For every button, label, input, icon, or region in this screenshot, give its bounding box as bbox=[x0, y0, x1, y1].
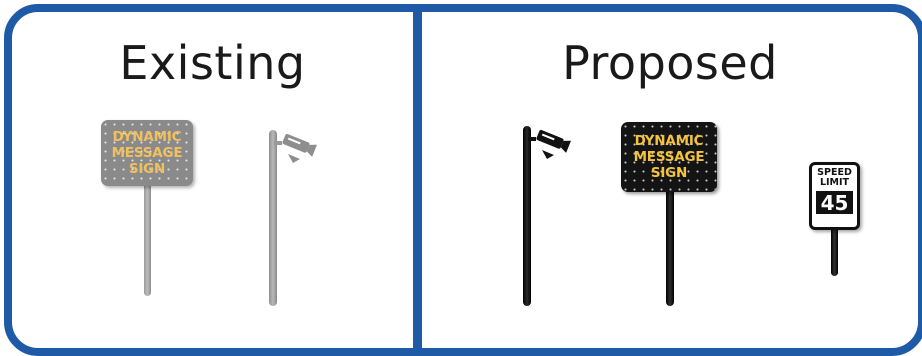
proposed-title: Proposed bbox=[422, 40, 918, 86]
existing-dynamic-message-sign: DYNAMIC MESSAGE SIGN bbox=[101, 120, 193, 186]
speed-sign-line-2: LIMIT bbox=[812, 178, 857, 188]
camera-body bbox=[536, 129, 564, 149]
cctv-camera-icon bbox=[528, 132, 576, 162]
speed-limit-sign: SPEED LIMIT 45 bbox=[809, 162, 860, 230]
proposed-dynamic-message-sign: DYNAMIC MESSAGE SIGN bbox=[621, 122, 717, 192]
dms-line-1: DYNAMIC bbox=[635, 133, 704, 149]
speed-sign-pole bbox=[831, 226, 838, 276]
camera-bracket bbox=[542, 150, 554, 159]
dms-line-3: SIGN bbox=[651, 165, 687, 181]
cctv-camera-icon bbox=[274, 136, 322, 166]
dms-line-2: MESSAGE bbox=[112, 145, 183, 161]
comparison-frame: Existing DYNAMIC MESSAGE SIGN Proposed D bbox=[4, 4, 922, 356]
existing-dms-pole bbox=[144, 182, 151, 296]
camera-mount bbox=[528, 137, 536, 141]
dms-line-2: MESSAGE bbox=[634, 149, 705, 165]
camera-mount bbox=[274, 141, 282, 145]
existing-title: Existing bbox=[12, 40, 413, 86]
camera-body bbox=[282, 133, 310, 153]
dms-line-3: SIGN bbox=[129, 161, 165, 177]
camera-bracket bbox=[288, 154, 300, 163]
dms-line-1: DYNAMIC bbox=[113, 129, 182, 145]
speed-limit-value: 45 bbox=[816, 191, 853, 214]
panel-divider bbox=[413, 12, 422, 348]
proposed-dms-pole bbox=[666, 188, 674, 306]
